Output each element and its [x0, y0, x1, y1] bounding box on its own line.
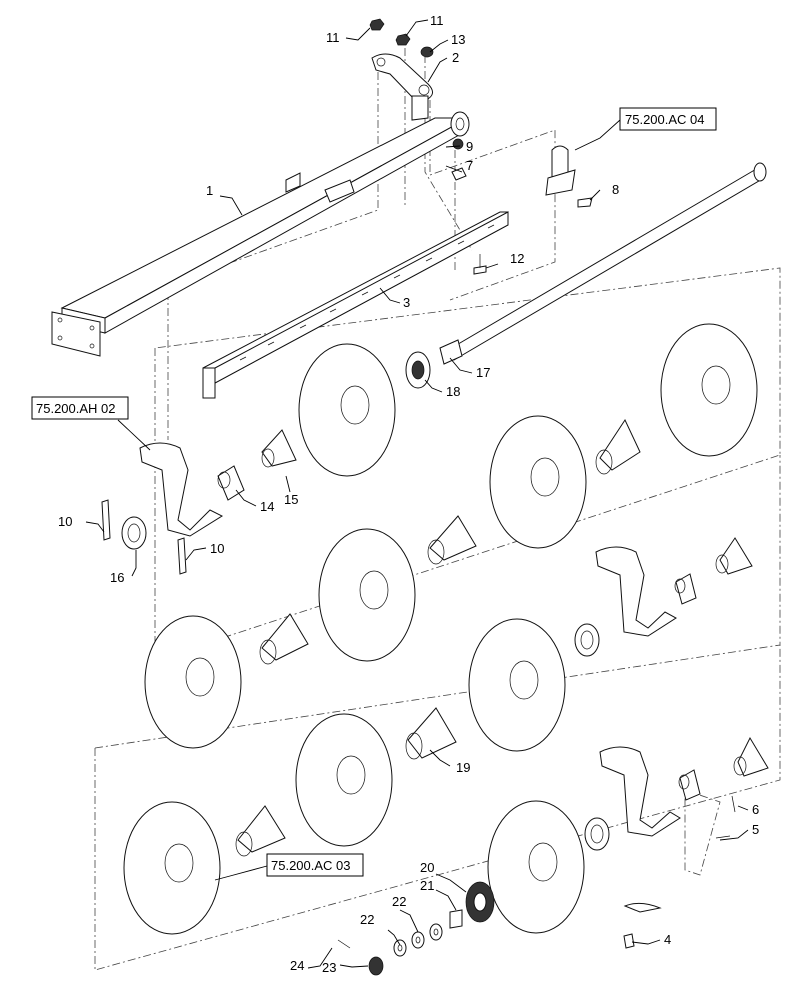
- bracket-8: [545, 145, 593, 208]
- callout-6: 6: [752, 802, 759, 817]
- callout-20: 20: [420, 860, 434, 875]
- callout-5: 5: [752, 822, 759, 837]
- callout-4: 4: [664, 932, 671, 947]
- bolt-12: [473, 254, 487, 275]
- top-arm-bracket: [371, 53, 433, 121]
- callout-16: 16: [110, 570, 124, 585]
- callout-7: 7: [466, 158, 473, 173]
- hanger-brackets: [139, 442, 681, 837]
- svg-text:75.200.AH 02: 75.200.AH 02: [36, 401, 116, 416]
- bushings: [217, 465, 701, 801]
- callout-23: 23: [322, 960, 336, 975]
- nut-parts-11: [369, 18, 411, 46]
- callout-14: 14: [260, 499, 274, 514]
- svg-text:75.200.AC 03: 75.200.AC 03: [271, 858, 351, 873]
- callout-19: 19: [456, 760, 470, 775]
- bearing-rings: [121, 351, 610, 923]
- callout-21: 21: [420, 878, 434, 893]
- callout-24: 24: [290, 958, 304, 973]
- plate-7: [451, 167, 467, 181]
- washers-and-nut: [337, 909, 463, 976]
- reference-box-ac03[interactable]: 75.200.AC 03: [266, 853, 364, 877]
- svg-text:75.200.AC 04: 75.200.AC 04: [625, 112, 705, 127]
- callout-22b: 22: [392, 894, 406, 909]
- callout-9: 9: [466, 139, 473, 154]
- gang-shaft: [439, 162, 767, 365]
- callout-11b: 11: [430, 13, 444, 28]
- callout-2: 2: [452, 50, 459, 65]
- callout-1: 1: [206, 183, 213, 198]
- callout-11a: 11: [326, 30, 340, 45]
- reference-box-ah02[interactable]: 75.200.AH 02: [31, 396, 129, 420]
- spacer-spools: [235, 418, 769, 857]
- reference-box-ac04[interactable]: 75.200.AC 04: [619, 107, 717, 131]
- callout-labels: 11 11 13 2 1 9 7 8 12 3 17 18 15 14 10 1…: [58, 13, 759, 975]
- callout-13: 13: [451, 32, 465, 47]
- callout-18: 18: [446, 384, 460, 399]
- callout-15: 15: [284, 492, 298, 507]
- callout-10b: 10: [210, 541, 224, 556]
- lock-nut-13: [420, 46, 434, 58]
- callout-17: 17: [476, 365, 490, 380]
- callout-12: 12: [510, 251, 524, 266]
- callout-10a: 10: [58, 514, 72, 529]
- disc-blades: [123, 323, 758, 935]
- callout-8: 8: [612, 182, 619, 197]
- callout-3: 3: [403, 295, 410, 310]
- nut-9: [452, 138, 464, 150]
- callout-22a: 22: [360, 912, 374, 927]
- angle-bar: [202, 211, 509, 399]
- bolts: [101, 499, 736, 949]
- frame-beam: [51, 111, 470, 357]
- leader-lines: [85, 19, 749, 969]
